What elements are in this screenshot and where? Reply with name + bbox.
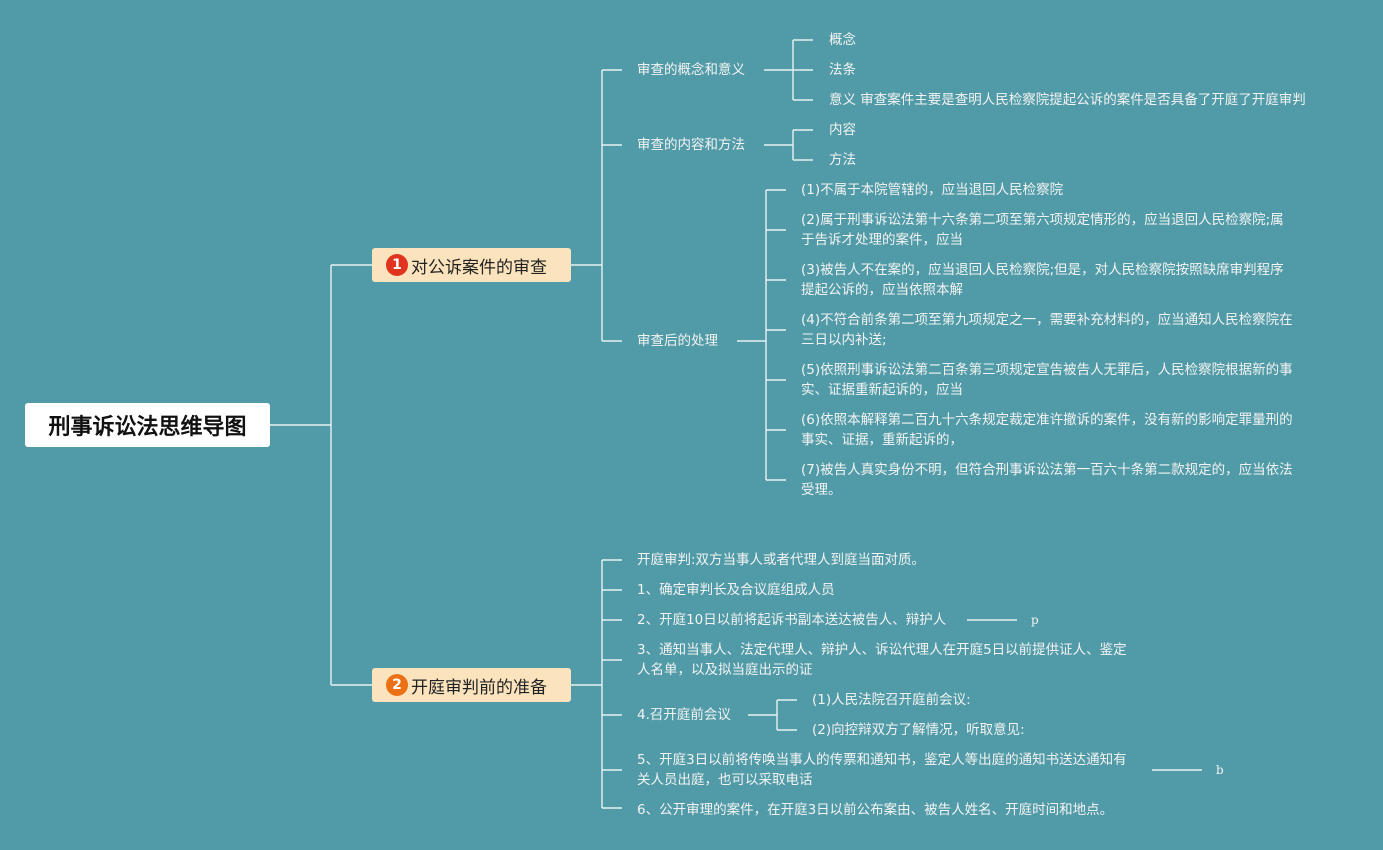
node-post-review-handling[interactable]: 审查后的处理	[637, 333, 718, 349]
leaf-handling-4[interactable]: (4)不符合前条第二项至第九项规定之一，需要补充材料的，应当通知人民检察院在三日…	[801, 312, 1293, 348]
leaf-pretrial-meeting-2[interactable]: (2)向控辩双方了解情况，听取意见:	[812, 722, 1025, 738]
node-step-2-tail[interactable]: p	[1031, 613, 1039, 627]
node-step-4[interactable]: 4.召开庭前会议	[637, 707, 731, 723]
leaf-concept[interactable]: 概念	[829, 32, 856, 48]
root-title: 刑事诉讼法思维导图	[48, 415, 247, 440]
leaf-content[interactable]: 内容	[829, 122, 856, 138]
number-badge-icon: 1	[386, 254, 408, 276]
leaf-handling-3[interactable]: (3)被告人不在案的，应当退回人民检察院;但是，对人民检察院按照缺席审判程序提起…	[801, 262, 1284, 298]
node-step-3[interactable]: 3、通知当事人、法定代理人、辩护人、诉讼代理人在开庭5日以前提供证人、鉴定人名单…	[637, 642, 1127, 678]
leaf-significance[interactable]: 意义 审查案件主要是查明人民检察院提起公诉的案件是否具备了开庭了开庭审判	[829, 92, 1306, 108]
node-step-6[interactable]: 6、公开审理的案件，在开庭3日以前公布案由、被告人姓名、开庭时间和地点。	[637, 802, 1114, 818]
number-badge-icon: 2	[386, 674, 408, 696]
node-review-content-method[interactable]: 审查的内容和方法	[637, 137, 745, 153]
node-trial-definition[interactable]: 开庭审判:双方当事人或者代理人到庭当面对质。	[637, 552, 926, 568]
leaf-handling-2[interactable]: (2)属于刑事诉讼法第十六条第二项至第六项规定情形的，应当退回人民检察院;属于告…	[801, 212, 1284, 248]
node-review-concept[interactable]: 审查的概念和意义	[637, 62, 745, 78]
branch-public-prosecution-review[interactable]: 1 对公诉案件的审查	[372, 248, 571, 282]
leaf-method[interactable]: 方法	[829, 152, 856, 168]
node-step-2[interactable]: 2、开庭10日以前将起诉书副本送达被告人、辩护人	[637, 612, 947, 628]
leaf-pretrial-meeting-1[interactable]: (1)人民法院召开庭前会议:	[812, 692, 971, 708]
leaf-handling-5[interactable]: (5)依照刑事诉讼法第二百条第三项规定宣告被告人无罪后，人民检察院根据新的事实、…	[801, 362, 1293, 398]
leaf-handling-6[interactable]: (6)依照本解释第二百九十六条规定裁定准许撤诉的案件，没有新的影响定罪量刑的事实…	[801, 412, 1293, 448]
node-step-5[interactable]: 5、开庭3日以前将传唤当事人的传票和通知书，鉴定人等出庭的通知书送达通知有关人员…	[637, 752, 1127, 788]
leaf-handling-1[interactable]: (1)不属于本院管辖的，应当退回人民检察院	[801, 182, 1064, 198]
root-node[interactable]: 刑事诉讼法思维导图	[25, 403, 270, 447]
leaf-handling-7[interactable]: (7)被告人真实身份不明，但符合刑事诉讼法第一百六十条第二款规定的，应当依法受理…	[801, 462, 1293, 498]
node-step-5-tail[interactable]: b	[1216, 763, 1224, 777]
leaf-law-article[interactable]: 法条	[829, 62, 856, 78]
branch-label: 对公诉案件的审查	[411, 257, 547, 278]
branch-label: 开庭审判前的准备	[411, 677, 547, 698]
branch-pretrial-preparation[interactable]: 2 开庭审判前的准备	[372, 668, 571, 702]
node-step-1[interactable]: 1、确定审判长及合议庭组成人员	[637, 582, 835, 598]
